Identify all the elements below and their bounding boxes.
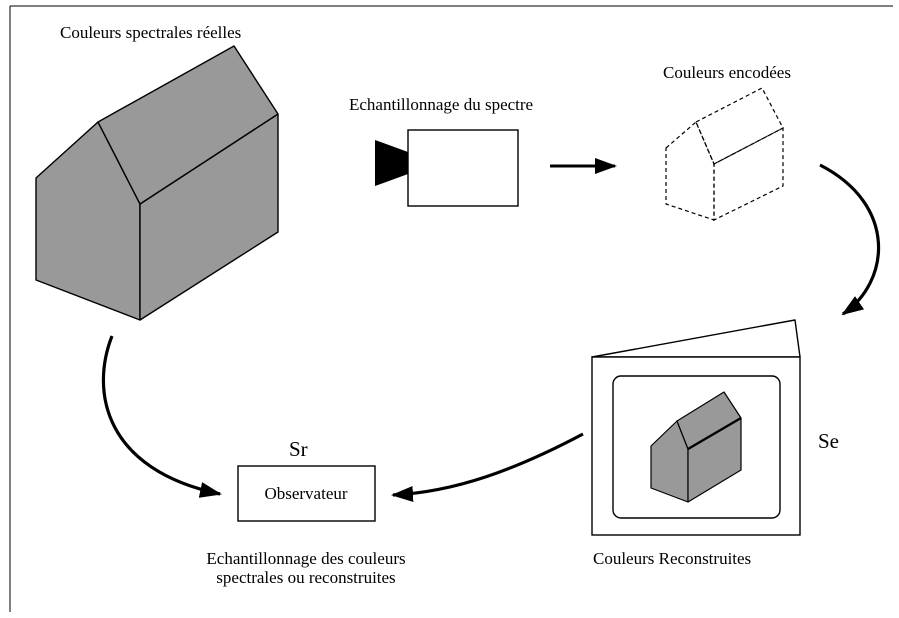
spectrum-sampling-label: Echantillonnage du spectre bbox=[349, 95, 533, 114]
real-house-roof bbox=[97, 45, 279, 205]
encoded-house-roof bbox=[695, 87, 784, 165]
sampling-caption-line1: Echantillonnage des couleurs bbox=[206, 549, 405, 568]
encoded-house-illustration bbox=[665, 87, 784, 221]
sr-label: Sr bbox=[289, 437, 308, 461]
encoded-colors-label: Couleurs encodées bbox=[663, 63, 791, 82]
observer-box-frame bbox=[237, 465, 376, 522]
arrow-encoded-to-screen bbox=[819, 163, 881, 316]
reconstructed-colors-label: Couleurs Reconstruites bbox=[593, 549, 751, 568]
reconstructed-house-illustration bbox=[650, 391, 742, 503]
real-house-illustration bbox=[35, 45, 279, 321]
camera-lens-icon bbox=[375, 140, 408, 186]
encoded-house-side-wall bbox=[713, 127, 784, 221]
encoded-house-gable bbox=[665, 121, 715, 221]
camera-icon bbox=[375, 129, 519, 207]
screen-top-face bbox=[591, 319, 801, 358]
arrow-screen-to-observer bbox=[391, 432, 584, 503]
se-label: Se bbox=[818, 429, 839, 453]
arrow-real-to-observer bbox=[101, 335, 222, 498]
camera-body bbox=[407, 129, 519, 207]
reconstructed-house-ridge-shade bbox=[687, 416, 742, 451]
real-colors-label: Couleurs spectrales réelles bbox=[60, 23, 241, 42]
display-screen bbox=[591, 319, 801, 536]
sampling-caption-line2: spectrales ou reconstruites bbox=[216, 568, 395, 587]
observer-box: Observateur bbox=[237, 465, 376, 522]
observer-label: Observateur bbox=[264, 484, 347, 503]
